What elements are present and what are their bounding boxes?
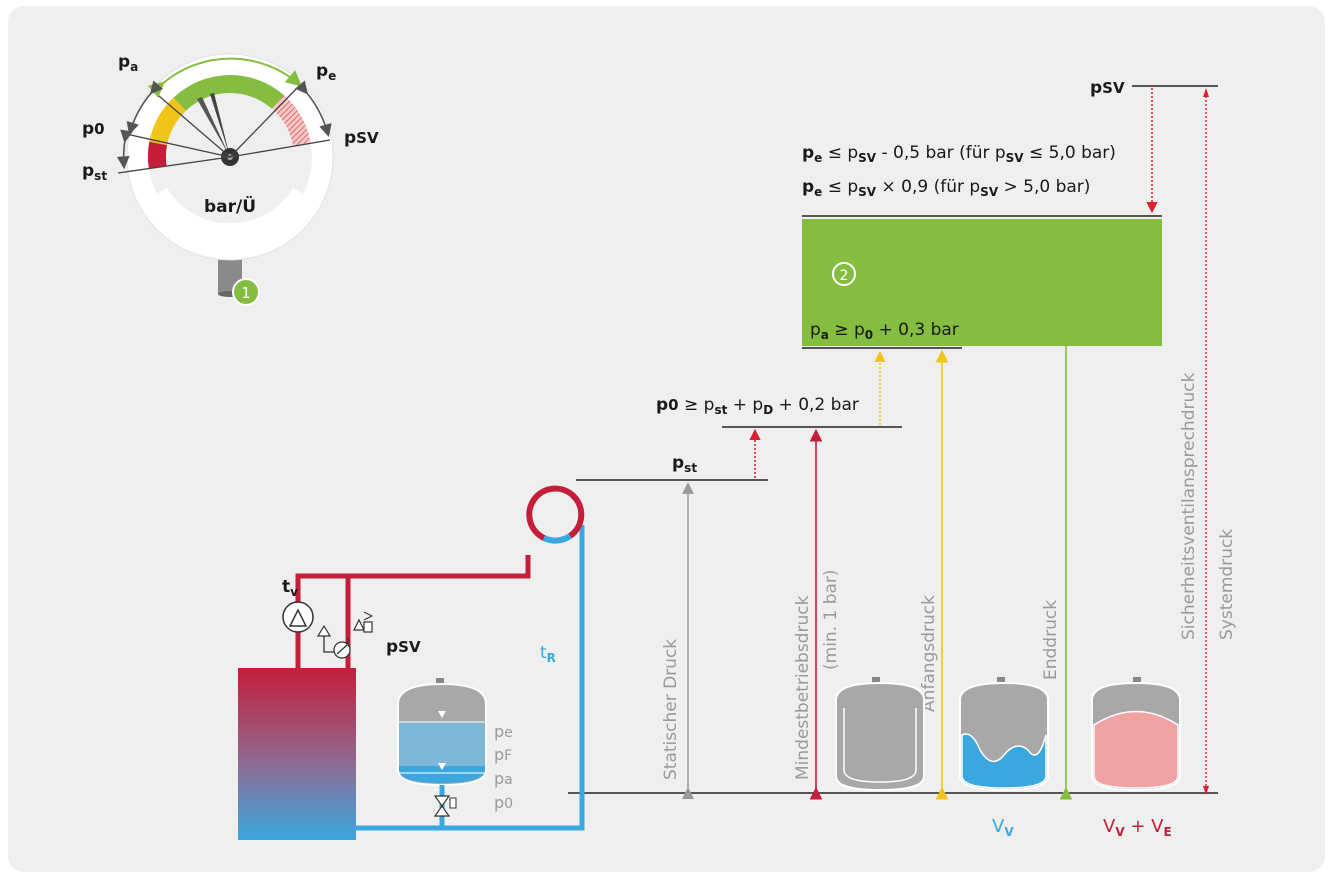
vessel-vve-cap bbox=[1133, 677, 1141, 685]
exp-valve-cap bbox=[449, 797, 457, 809]
gauge-needle bbox=[197, 97, 230, 157]
p0-line bbox=[125, 133, 231, 158]
pump-icon bbox=[282, 601, 314, 633]
vessel-empty-cap bbox=[872, 677, 880, 685]
vessel-vv bbox=[959, 677, 1049, 792]
exp-valve-top bbox=[433, 795, 451, 808]
vessel-label-p0: p0 bbox=[494, 793, 513, 812]
gauge-label-p0: p0 bbox=[82, 119, 105, 139]
gauge-arc-red bbox=[147, 141, 167, 169]
exp-marker-2 bbox=[438, 763, 446, 770]
return-pipe bbox=[345, 525, 585, 831]
pa-formula: pa ≥ p0 + 0,3 bar bbox=[810, 320, 959, 342]
vessel-vv-cap bbox=[997, 677, 1005, 685]
gauge-label-pe: pe bbox=[316, 61, 336, 83]
label-system-psv: pSV bbox=[386, 637, 421, 657]
vessel-vve-water bbox=[1093, 710, 1179, 789]
vessel-empty-membrane bbox=[843, 708, 917, 783]
marker-1-label: 1 bbox=[241, 284, 251, 302]
pe-formula-2: pe ≤ pSV × 0,9 (für pSV > 5,0 bar) bbox=[802, 177, 1090, 199]
exp-vessel-cap bbox=[436, 678, 444, 686]
vessel-empty-body bbox=[835, 681, 925, 792]
range-arrow-pst-p0 bbox=[116, 129, 133, 170]
gauge-label-psv: pSV bbox=[344, 128, 379, 148]
vessel-vve bbox=[1091, 677, 1181, 792]
range-arrow-pe-psv bbox=[294, 80, 332, 138]
vessel-empty bbox=[835, 677, 925, 792]
pump-triangle bbox=[288, 608, 308, 627]
psv-line bbox=[229, 139, 331, 158]
pa-line bbox=[151, 89, 231, 158]
pst-line bbox=[117, 156, 231, 174]
boiler-tank bbox=[238, 668, 356, 840]
gauge-unit-label: bar/Ü bbox=[204, 195, 256, 217]
pst-label: pst bbox=[672, 453, 697, 475]
radiator-loop-cold bbox=[542, 533, 572, 544]
gauge-needle-tip bbox=[210, 93, 230, 157]
range-arrow-pa-pe bbox=[147, 57, 303, 98]
radiator-loop-hot bbox=[526, 485, 585, 541]
marker-2-badge bbox=[832, 262, 856, 286]
vessel-label-pf: pF bbox=[494, 745, 512, 764]
marker-2-label: 2 bbox=[840, 268, 849, 284]
label-system-pressure: Systemdruck bbox=[1217, 529, 1237, 640]
pressure-levels: pSV pe ≤ pSV - 0,5 bar (für pSV ≤ 5,0 ba… bbox=[568, 78, 1237, 839]
caption-vv: VV bbox=[992, 816, 1014, 839]
label-min-pressure: Mindestbetriebsdruck bbox=[793, 595, 813, 780]
label-tr: tR bbox=[540, 643, 556, 665]
mini-gauge-needle bbox=[336, 644, 348, 655]
system-arrow-head-bottom bbox=[1203, 786, 1209, 795]
exp-marker-1 bbox=[438, 711, 446, 718]
system-arrow-head-top bbox=[1203, 88, 1209, 97]
label-static-pressure: Statischer Druck bbox=[661, 639, 681, 780]
gauge-label-pa: pa bbox=[118, 52, 138, 74]
valve-triangle-right bbox=[353, 618, 365, 631]
safety-valve-group bbox=[316, 611, 374, 659]
vessel-vv-water bbox=[961, 733, 1047, 789]
marker-1-badge bbox=[232, 278, 260, 306]
label-initial-pressure: Anfangsdruck bbox=[919, 595, 939, 712]
vessel-label-pa: pa bbox=[494, 769, 513, 788]
operating-range-box bbox=[802, 219, 1162, 346]
gauge-label-pst: pst bbox=[82, 161, 107, 183]
psv-top-label: pSV bbox=[1090, 78, 1125, 98]
vessel-label-pe: pe bbox=[494, 722, 513, 741]
pe-formula-1: pe ≤ pSV - 0,5 bar (für pSV ≤ 5,0 bar) bbox=[802, 143, 1116, 165]
valve-body bbox=[363, 621, 373, 633]
exp-vessel-fluid bbox=[399, 722, 485, 768]
label-min-pressure-note: (min. 1 bar) bbox=[821, 569, 841, 670]
heating-system: tv tR pSV pe pF pa p0 bbox=[238, 485, 585, 840]
p0-formula: p0 ≥ pst + pD + 0,2 bar bbox=[656, 395, 859, 417]
expansion-vessel bbox=[397, 678, 487, 828]
valve-triangle-left bbox=[316, 624, 332, 637]
label-tv: tv bbox=[282, 577, 298, 599]
exp-vessel-water bbox=[399, 766, 485, 783]
exp-valve-bottom bbox=[433, 804, 451, 817]
gauge-lower-arc bbox=[153, 187, 307, 240]
caption-vve: VV + VE bbox=[1103, 816, 1172, 839]
valve-spring bbox=[363, 611, 374, 621]
pressure-gauge: bar/Ü 1 pa pe p0 pst pSV bbox=[82, 52, 379, 306]
label-final-pressure: Enddruck bbox=[1041, 600, 1061, 680]
label-safety-valve-pressure: Sicherheitsventilansprechdruck bbox=[1179, 372, 1199, 640]
